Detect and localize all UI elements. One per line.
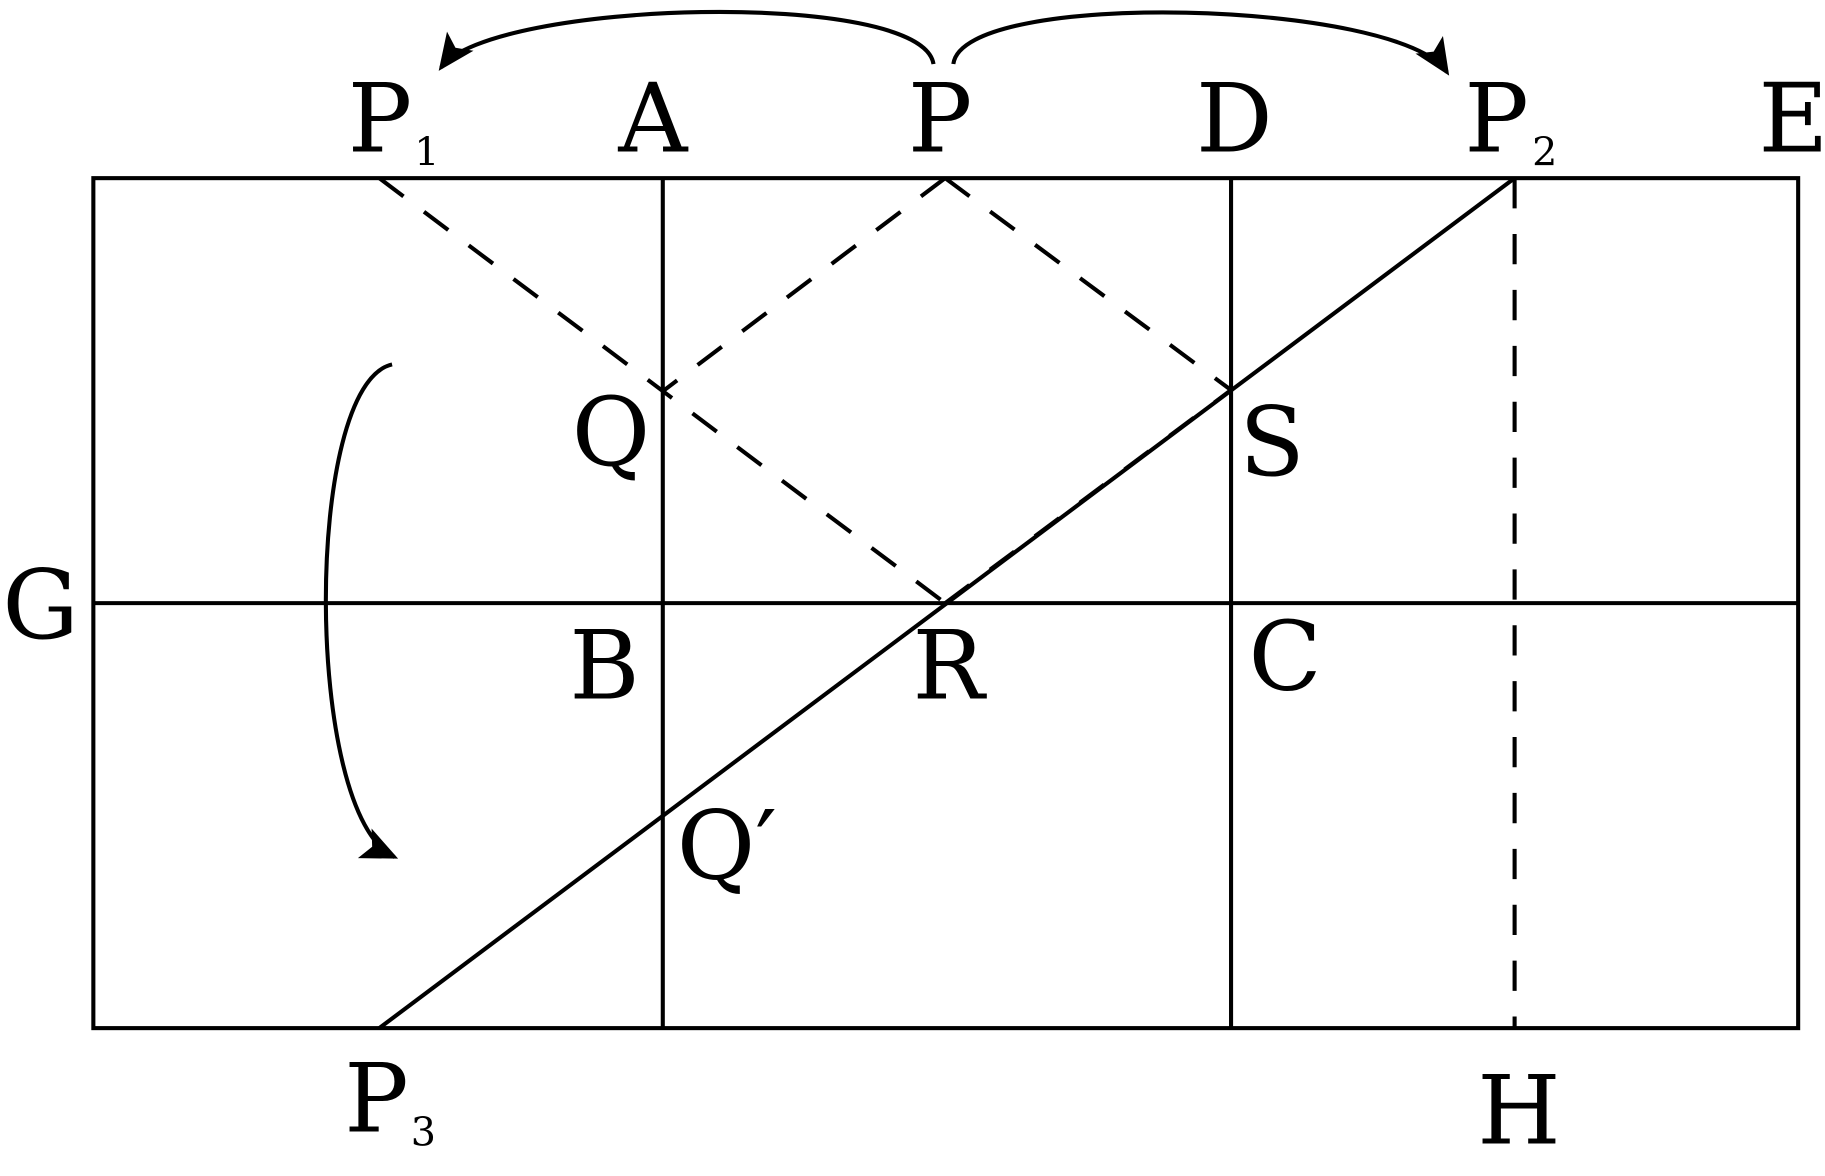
label-E: E [1758, 62, 1825, 174]
label-Q: Q [572, 377, 650, 489]
label-H: H [1477, 1054, 1560, 1166]
label-R: R [913, 610, 988, 722]
label-P1-subscript: 1 [414, 129, 439, 175]
solid-line-P2-P3 [378, 176, 1516, 1030]
label-C: C [1249, 600, 1322, 712]
label-P2-subscript: 2 [1532, 129, 1557, 175]
label-A: A [617, 62, 688, 174]
dashed-line-P1-R [378, 176, 947, 605]
label-G: G [2, 549, 78, 661]
dashed-line-P-Q [661, 176, 947, 393]
label-P3-subscript: 3 [411, 1110, 436, 1156]
label-P3: P [344, 1043, 408, 1155]
arc-arrow-fold-down [323, 362, 399, 859]
label-P: P [908, 62, 972, 174]
label-B: B [569, 610, 639, 722]
arc-arrow-P-to-P2 [951, 10, 1450, 76]
arc-arrow-P-to-P1 [438, 9, 936, 71]
label-Q-prime: Q′ [677, 790, 777, 902]
label-P1: P [348, 62, 412, 174]
label-P2: P [1464, 62, 1528, 174]
label-D: D [1196, 62, 1273, 174]
dashed-line-P-S [943, 176, 1233, 392]
label-S: S [1239, 386, 1305, 498]
